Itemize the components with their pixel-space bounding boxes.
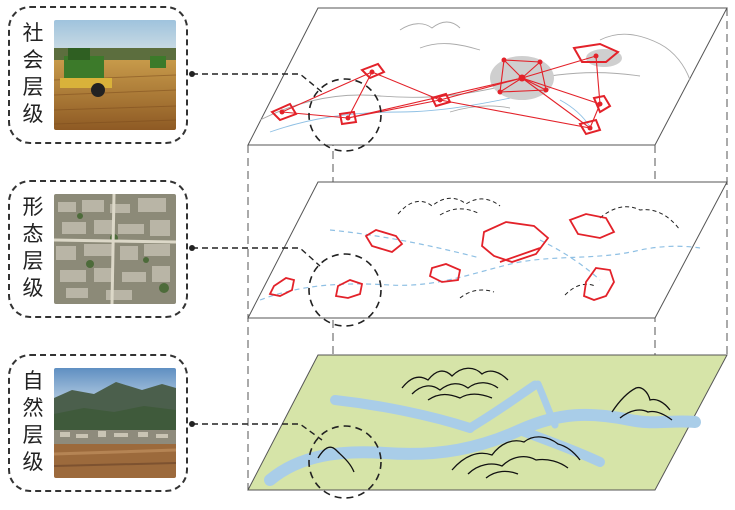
natural-layer-label: 自 然 层 级 <box>22 369 44 474</box>
form-terrain-lines <box>397 197 681 299</box>
panel-connectors <box>192 73 323 441</box>
social-terrain-lines <box>259 21 691 121</box>
mountain-contours <box>317 367 673 479</box>
form-layer-label: 形 态 层 级 <box>22 195 44 300</box>
connector-dots <box>189 71 195 427</box>
focus-circles <box>308 78 382 499</box>
form-layer-panel: 形 态 层 级 <box>8 180 188 318</box>
social-layer-plane <box>247 7 728 146</box>
social-layer-panel: 社 会 层 级 <box>8 6 188 144</box>
social-layer-label: 社 会 层 级 <box>22 21 44 126</box>
settlement-outlines <box>268 213 616 301</box>
natural-layer-panel: 自 然 层 级 <box>8 354 188 492</box>
harvest-field-photo <box>54 20 176 130</box>
social-settlements <box>270 42 620 136</box>
form-layer-plane <box>247 181 728 319</box>
natural-layer-plane <box>247 354 728 491</box>
river <box>264 380 701 486</box>
social-nodes <box>279 53 603 131</box>
mountain-valley-photo <box>54 368 176 478</box>
aerial-village-photo <box>54 194 176 304</box>
